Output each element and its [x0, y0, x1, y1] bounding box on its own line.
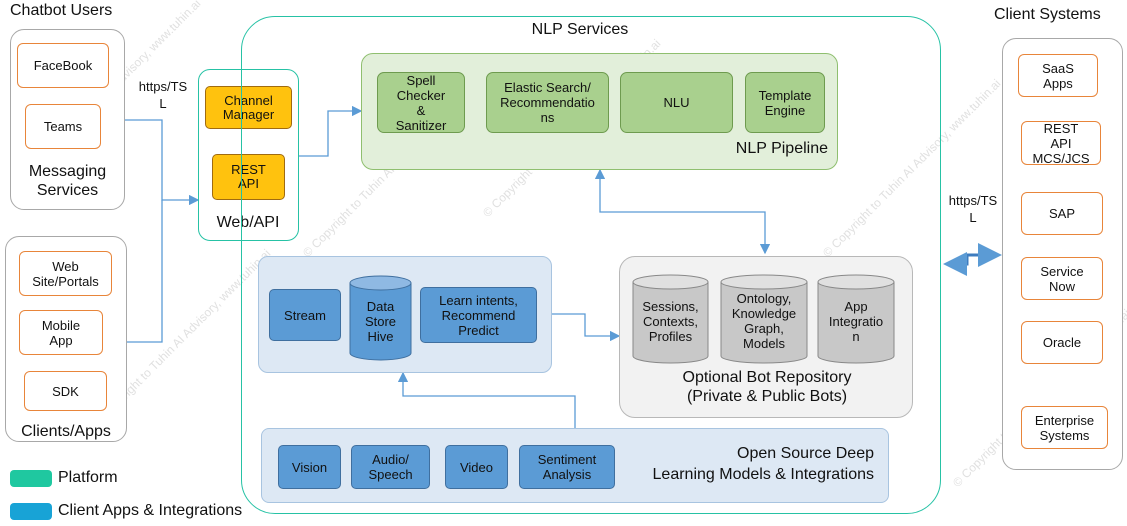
data-store-label: Data Store Hive	[364, 299, 397, 344]
pipeline-to-repository-connector	[594, 168, 771, 255]
enterprise-systems-box: Enterprise Systems	[1021, 406, 1108, 449]
sap-box: SAP	[1021, 192, 1103, 235]
enterprise-systems-label: Enterprise Systems	[1034, 412, 1095, 443]
template-engine-box: Template Engine	[745, 72, 825, 133]
rest-api-mcs-box: REST API MCS/JCS	[1021, 120, 1101, 166]
deep-learning-group: Vision Audio/ Speech Video Sentiment Ana…	[261, 428, 889, 503]
rest-api-label: REST API	[231, 162, 266, 191]
facebook-box: FaceBook	[17, 43, 109, 88]
legend-platform-label: Platform	[58, 469, 118, 486]
audio-speech-label: Audio/ Speech	[368, 452, 413, 482]
ontology-label: Ontology, Knowledge Graph, Models	[731, 291, 797, 351]
webapi-to-pipeline-connector	[299, 105, 363, 157]
nlu-label: NLU	[663, 95, 690, 110]
learning-to-repository-connector	[552, 313, 621, 342]
service-now-box: Service Now	[1021, 257, 1103, 300]
web-api-group: Channel Manager REST API Web/API	[198, 69, 299, 241]
elastic-search-box: Elastic Search/ Recommendatio ns	[486, 72, 609, 133]
saas-apps-label: SaaS Apps	[1042, 60, 1074, 91]
mobile-app-box: Mobile App	[19, 310, 103, 355]
messaging-services-group: FaceBook Teams Messaging Services	[10, 29, 125, 210]
sentiment-analysis-label: Sentiment Analysis	[537, 452, 597, 482]
mobile-app-label: Mobile App	[41, 317, 81, 348]
legend-client-swatch	[10, 503, 52, 520]
teams-box: Teams	[25, 104, 101, 149]
channel-manager-label: Channel Manager	[222, 92, 275, 122]
app-integration-label: App Integratio n	[828, 299, 884, 344]
learning-group: Stream Data Store Hive Learn intents, Re…	[258, 256, 552, 373]
spell-checker-label: Spell Checker & Sanitizer	[395, 72, 447, 133]
legend-client-label: Client Apps & Integrations	[58, 502, 243, 519]
sentiment-analysis-box: Sentiment Analysis	[519, 445, 615, 489]
app-integration-cylinder	[817, 274, 895, 364]
clients-apps-group: Web Site/Portals Mobile App SDK Clients/…	[5, 236, 127, 442]
messaging-services-label: Messaging Services	[28, 163, 107, 199]
channel-manager-box: Channel Manager	[205, 86, 292, 129]
service-now-label: Service Now	[1040, 263, 1084, 294]
rest-api-mcs-label: REST API MCS/JCS	[1032, 120, 1090, 166]
learn-intents-box: Learn intents, Recommend Predict	[420, 287, 537, 343]
facebook-label: FaceBook	[33, 58, 93, 73]
video-box: Video	[445, 445, 508, 489]
vision-box: Vision	[278, 445, 341, 489]
legend-platform-swatch	[10, 470, 52, 487]
web-portals-label: Web Site/Portals	[32, 258, 99, 289]
nlp-pipeline-group: Spell Checker & Sanitizer Elastic Search…	[361, 53, 838, 170]
deeplearning-to-learning-connector	[397, 371, 576, 428]
elastic-search-label: Elastic Search/ Recommendatio ns	[500, 80, 595, 125]
sap-label: SAP	[1048, 206, 1075, 221]
vision-label: Vision	[291, 459, 328, 475]
messaging-to-webapi-connector	[125, 119, 200, 206]
stream-box: Stream	[269, 289, 341, 341]
web-portals-box: Web Site/Portals	[19, 251, 112, 296]
teams-label: Teams	[43, 119, 83, 134]
nlu-box: NLU	[620, 72, 733, 133]
clients-apps-label: Clients/Apps	[21, 423, 111, 440]
ontology-cylinder	[720, 274, 808, 364]
saas-apps-box: SaaS Apps	[1018, 54, 1098, 97]
sessions-cylinder	[632, 274, 709, 364]
web-api-label: Web/API	[216, 214, 280, 231]
client-systems-group: SaaS Apps REST API MCS/JCS SAP Service N…	[1002, 38, 1123, 470]
nlp-services-platform	[241, 16, 941, 514]
sessions-label: Sessions, Contexts, Profiles	[642, 299, 699, 344]
nlp-pipeline-label: NLP Pipeline	[735, 140, 828, 157]
platform-to-client-systems-connector	[943, 243, 1002, 276]
bot-repository-label: Optional Bot Repository (Private & Publi…	[682, 369, 852, 405]
bot-repository-group: Sessions, Contexts, Profiles Ontology, K…	[619, 256, 913, 418]
clients-to-webapi-connector	[125, 200, 163, 343]
rest-api-box: REST API	[212, 154, 285, 200]
stream-label: Stream	[284, 307, 326, 323]
client-systems-title: Client Systems	[994, 6, 1101, 23]
template-engine-label: Template Engine	[758, 87, 812, 118]
nlp-services-title: NLP Services	[531, 21, 629, 38]
protocol-left-label: https/TS L	[138, 79, 188, 111]
deep-learning-label: Open Source Deep Learning Models & Integ…	[652, 445, 874, 483]
protocol-right-label: https/TS L	[948, 193, 998, 225]
video-label: Video	[459, 459, 493, 475]
sdk-box: SDK	[24, 371, 107, 411]
spell-checker-box: Spell Checker & Sanitizer	[377, 72, 465, 133]
learn-intents-label: Learn intents, Recommend Predict	[439, 292, 518, 338]
audio-speech-box: Audio/ Speech	[351, 445, 430, 489]
oracle-label: Oracle	[1042, 335, 1082, 350]
data-store-cylinder	[349, 275, 412, 361]
chatbot-users-title: Chatbot Users	[10, 2, 113, 19]
oracle-box: Oracle	[1021, 321, 1103, 364]
sdk-label: SDK	[52, 383, 79, 399]
